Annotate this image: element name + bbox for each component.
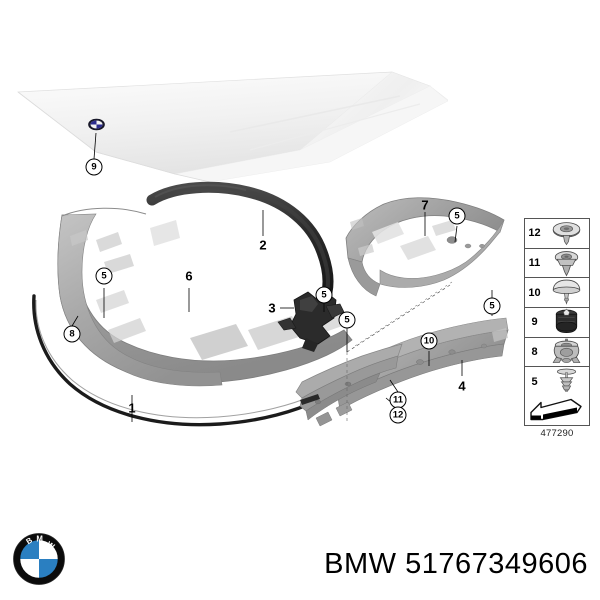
leader-line-5a xyxy=(454,225,458,243)
legend-number-11: 11 xyxy=(528,257,541,270)
callout-5b[interactable]: 5 xyxy=(95,267,113,285)
leader-line-8 xyxy=(71,315,79,327)
callout-3[interactable]: 3 xyxy=(268,300,276,316)
legend-number-9: 9 xyxy=(531,316,538,329)
leader-dash-secondary xyxy=(351,281,453,349)
legend-row-10[interactable]: 10 xyxy=(525,278,589,309)
fastener-legend-panel: 12 11 xyxy=(524,218,590,426)
legend-number-5: 5 xyxy=(531,376,538,389)
callout-9[interactable]: 9 xyxy=(85,158,103,176)
callout-2[interactable]: 2 xyxy=(259,237,267,253)
grommet-cap-fastener-icon xyxy=(544,219,589,248)
callout-5a[interactable]: 5 xyxy=(448,207,466,225)
direction-arrow-cell xyxy=(524,392,590,426)
direction-arrow-icon xyxy=(530,398,582,421)
leader-dash-7-to-5d xyxy=(346,284,451,353)
dome-cap-fastener-icon xyxy=(544,278,589,307)
part-number-label: BMW 51767349606 xyxy=(324,548,588,580)
callout-5d[interactable]: 5 xyxy=(338,311,356,329)
svg-text:M: M xyxy=(36,534,43,543)
legend-number-12: 12 xyxy=(528,227,541,240)
callout-10[interactable]: 10 xyxy=(420,332,438,350)
pine-tree-clip-fastener-icon xyxy=(544,367,589,397)
bmw-roundel-logo: B M W xyxy=(13,533,65,585)
diagram-code-label: 477290 xyxy=(540,428,574,439)
bmw-hood-emblem xyxy=(88,118,105,131)
callout-12[interactable]: 12 xyxy=(389,406,407,424)
leader-line-11 xyxy=(389,379,399,393)
legend-number-8: 8 xyxy=(531,346,538,359)
engine-hood-part xyxy=(17,71,449,183)
legend-number-10: 10 xyxy=(528,286,541,299)
legend-row-8[interactable]: 8 xyxy=(525,338,589,368)
callout-5e[interactable]: 5 xyxy=(483,297,501,315)
legend-row-11[interactable]: 11 xyxy=(525,249,589,279)
rubber-mount-grommet-icon xyxy=(544,308,589,337)
callout-5c[interactable]: 5 xyxy=(315,286,333,304)
svg-text:B: B xyxy=(24,535,34,546)
assembly-mount-fastener-icon xyxy=(544,338,589,367)
legend-row-9[interactable]: 9 xyxy=(525,308,589,338)
lower-left-bracket-part xyxy=(295,343,403,427)
rivet-clip-fastener-icon xyxy=(544,249,589,278)
leader-line-9 xyxy=(93,132,97,160)
callout-1[interactable]: 1 xyxy=(128,400,136,416)
callout-4[interactable]: 4 xyxy=(458,378,466,394)
callout-7[interactable]: 7 xyxy=(421,197,429,213)
callout-6[interactable]: 6 xyxy=(185,268,193,284)
callout-8[interactable]: 8 xyxy=(63,325,81,343)
hood-seal-strip-part xyxy=(146,181,334,298)
small-strip xyxy=(300,394,320,405)
legend-row-5[interactable]: 5 xyxy=(525,367,589,397)
svg-text:W: W xyxy=(45,540,57,552)
front-edge-seal-part xyxy=(32,294,320,427)
legend-row-12[interactable]: 12 xyxy=(525,219,589,249)
